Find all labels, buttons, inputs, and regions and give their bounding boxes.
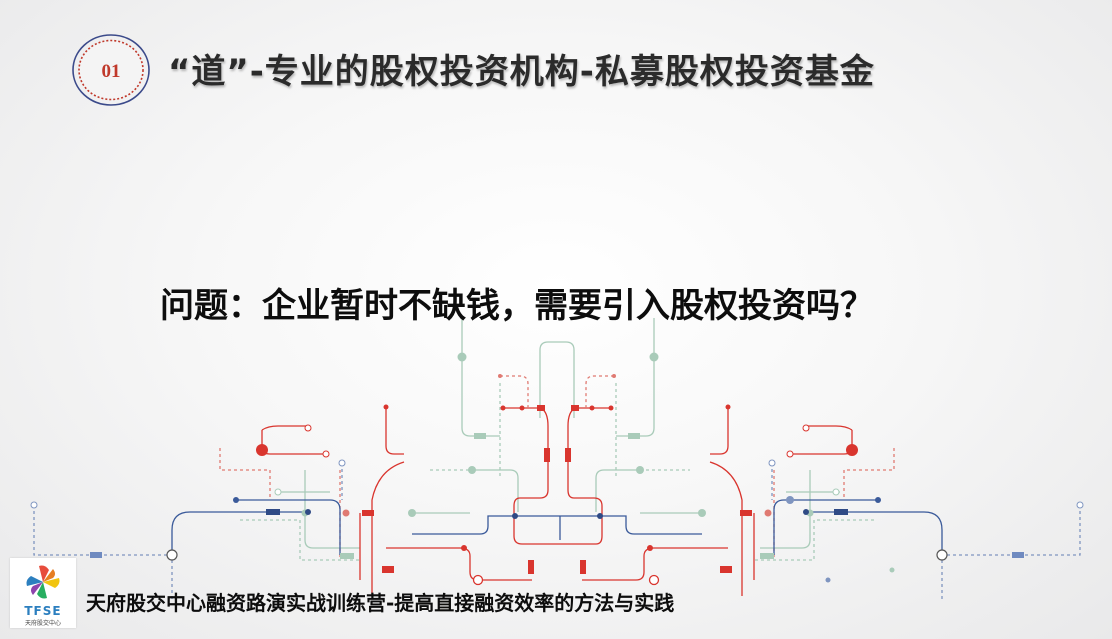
tfse-pinwheel-logo xyxy=(26,565,60,599)
tfse-logo: TFSE 天府股交中心 xyxy=(10,558,76,628)
logo-subtext: 天府股交中心 xyxy=(24,620,61,627)
numbered-circle-badge: 01 xyxy=(70,32,152,108)
logo-text: TFSE xyxy=(24,604,62,618)
badge-number: 01 xyxy=(102,61,121,82)
question-text: 问题：企业暂时不缺钱，需要引入股权投资吗？ xyxy=(160,286,874,326)
page-title: “道”-专业的股权投资机构-私募股权投资基金 xyxy=(168,52,875,92)
footer-caption: 天府股交中心融资路演实战训练营-提高直接融资效率的方法与实践 xyxy=(86,591,675,615)
